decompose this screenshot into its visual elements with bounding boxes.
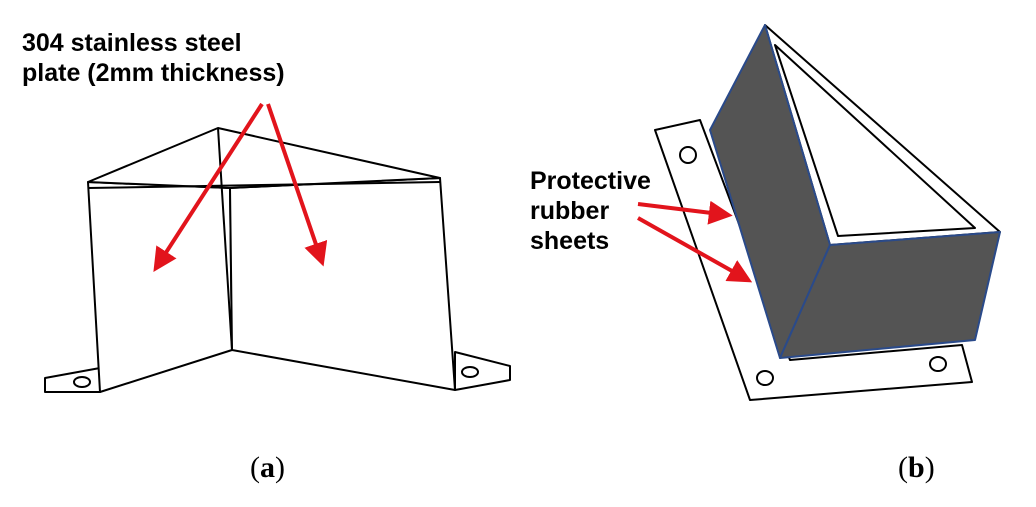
label-b-arrow-lower [637, 216, 753, 283]
label-a-arrow-right [266, 103, 328, 267]
label-a-line-1: 304 stainless steel [22, 29, 242, 57]
caption-a-close: ) [275, 451, 285, 484]
bracket-a-top-plate [87, 127, 441, 189]
caption-b-letter: b [908, 451, 925, 484]
bracket-b-bolt-hole-bottom-left [756, 370, 774, 386]
bracket-a-bolt-hole-left [73, 376, 91, 388]
bracket-b-drawing [654, 24, 1001, 401]
bracket-b-top-inner [774, 44, 976, 237]
caption-a-open: ( [250, 451, 260, 484]
label-a-line-2: plate (2mm thickness) [22, 59, 285, 87]
caption-b-close: ) [924, 451, 935, 484]
label-b-line-3: sheets [530, 227, 610, 255]
label-b-rubber-sheets: Protective rubber sheets [530, 166, 651, 256]
bracket-a-left-plate [87, 181, 233, 393]
label-a-arrow-left [153, 102, 264, 273]
bracket-b-base-flange [654, 119, 973, 401]
label-b-arrows [637, 200, 753, 283]
bracket-a-top-edge [87, 181, 441, 189]
bracket-a-base-flange [44, 367, 101, 393]
label-a-stainless-steel: 304 stainless steel plate (2mm thickness… [22, 28, 285, 88]
caption-a-letter: a [260, 451, 275, 484]
label-b-line-1: Protective [530, 167, 651, 195]
label-b-line-2: rubber [530, 197, 610, 225]
caption-b-open: ( [898, 451, 908, 484]
rubber-sheet-side [779, 231, 1001, 359]
bracket-a-base-flange-right [454, 351, 511, 391]
bracket-a-bolt-hole-right [461, 366, 479, 378]
bracket-b-bolt-hole-top [679, 146, 697, 164]
bracket-b-bolt-hole-bottom-right [929, 356, 947, 372]
label-b-arrow-upper [637, 200, 733, 225]
label-a-arrows [153, 102, 328, 273]
caption-a: (a) [250, 450, 285, 486]
bracket-a-right-plate [229, 177, 456, 391]
bracket-a-drawing [44, 127, 511, 393]
caption-b: (b) [898, 450, 935, 486]
